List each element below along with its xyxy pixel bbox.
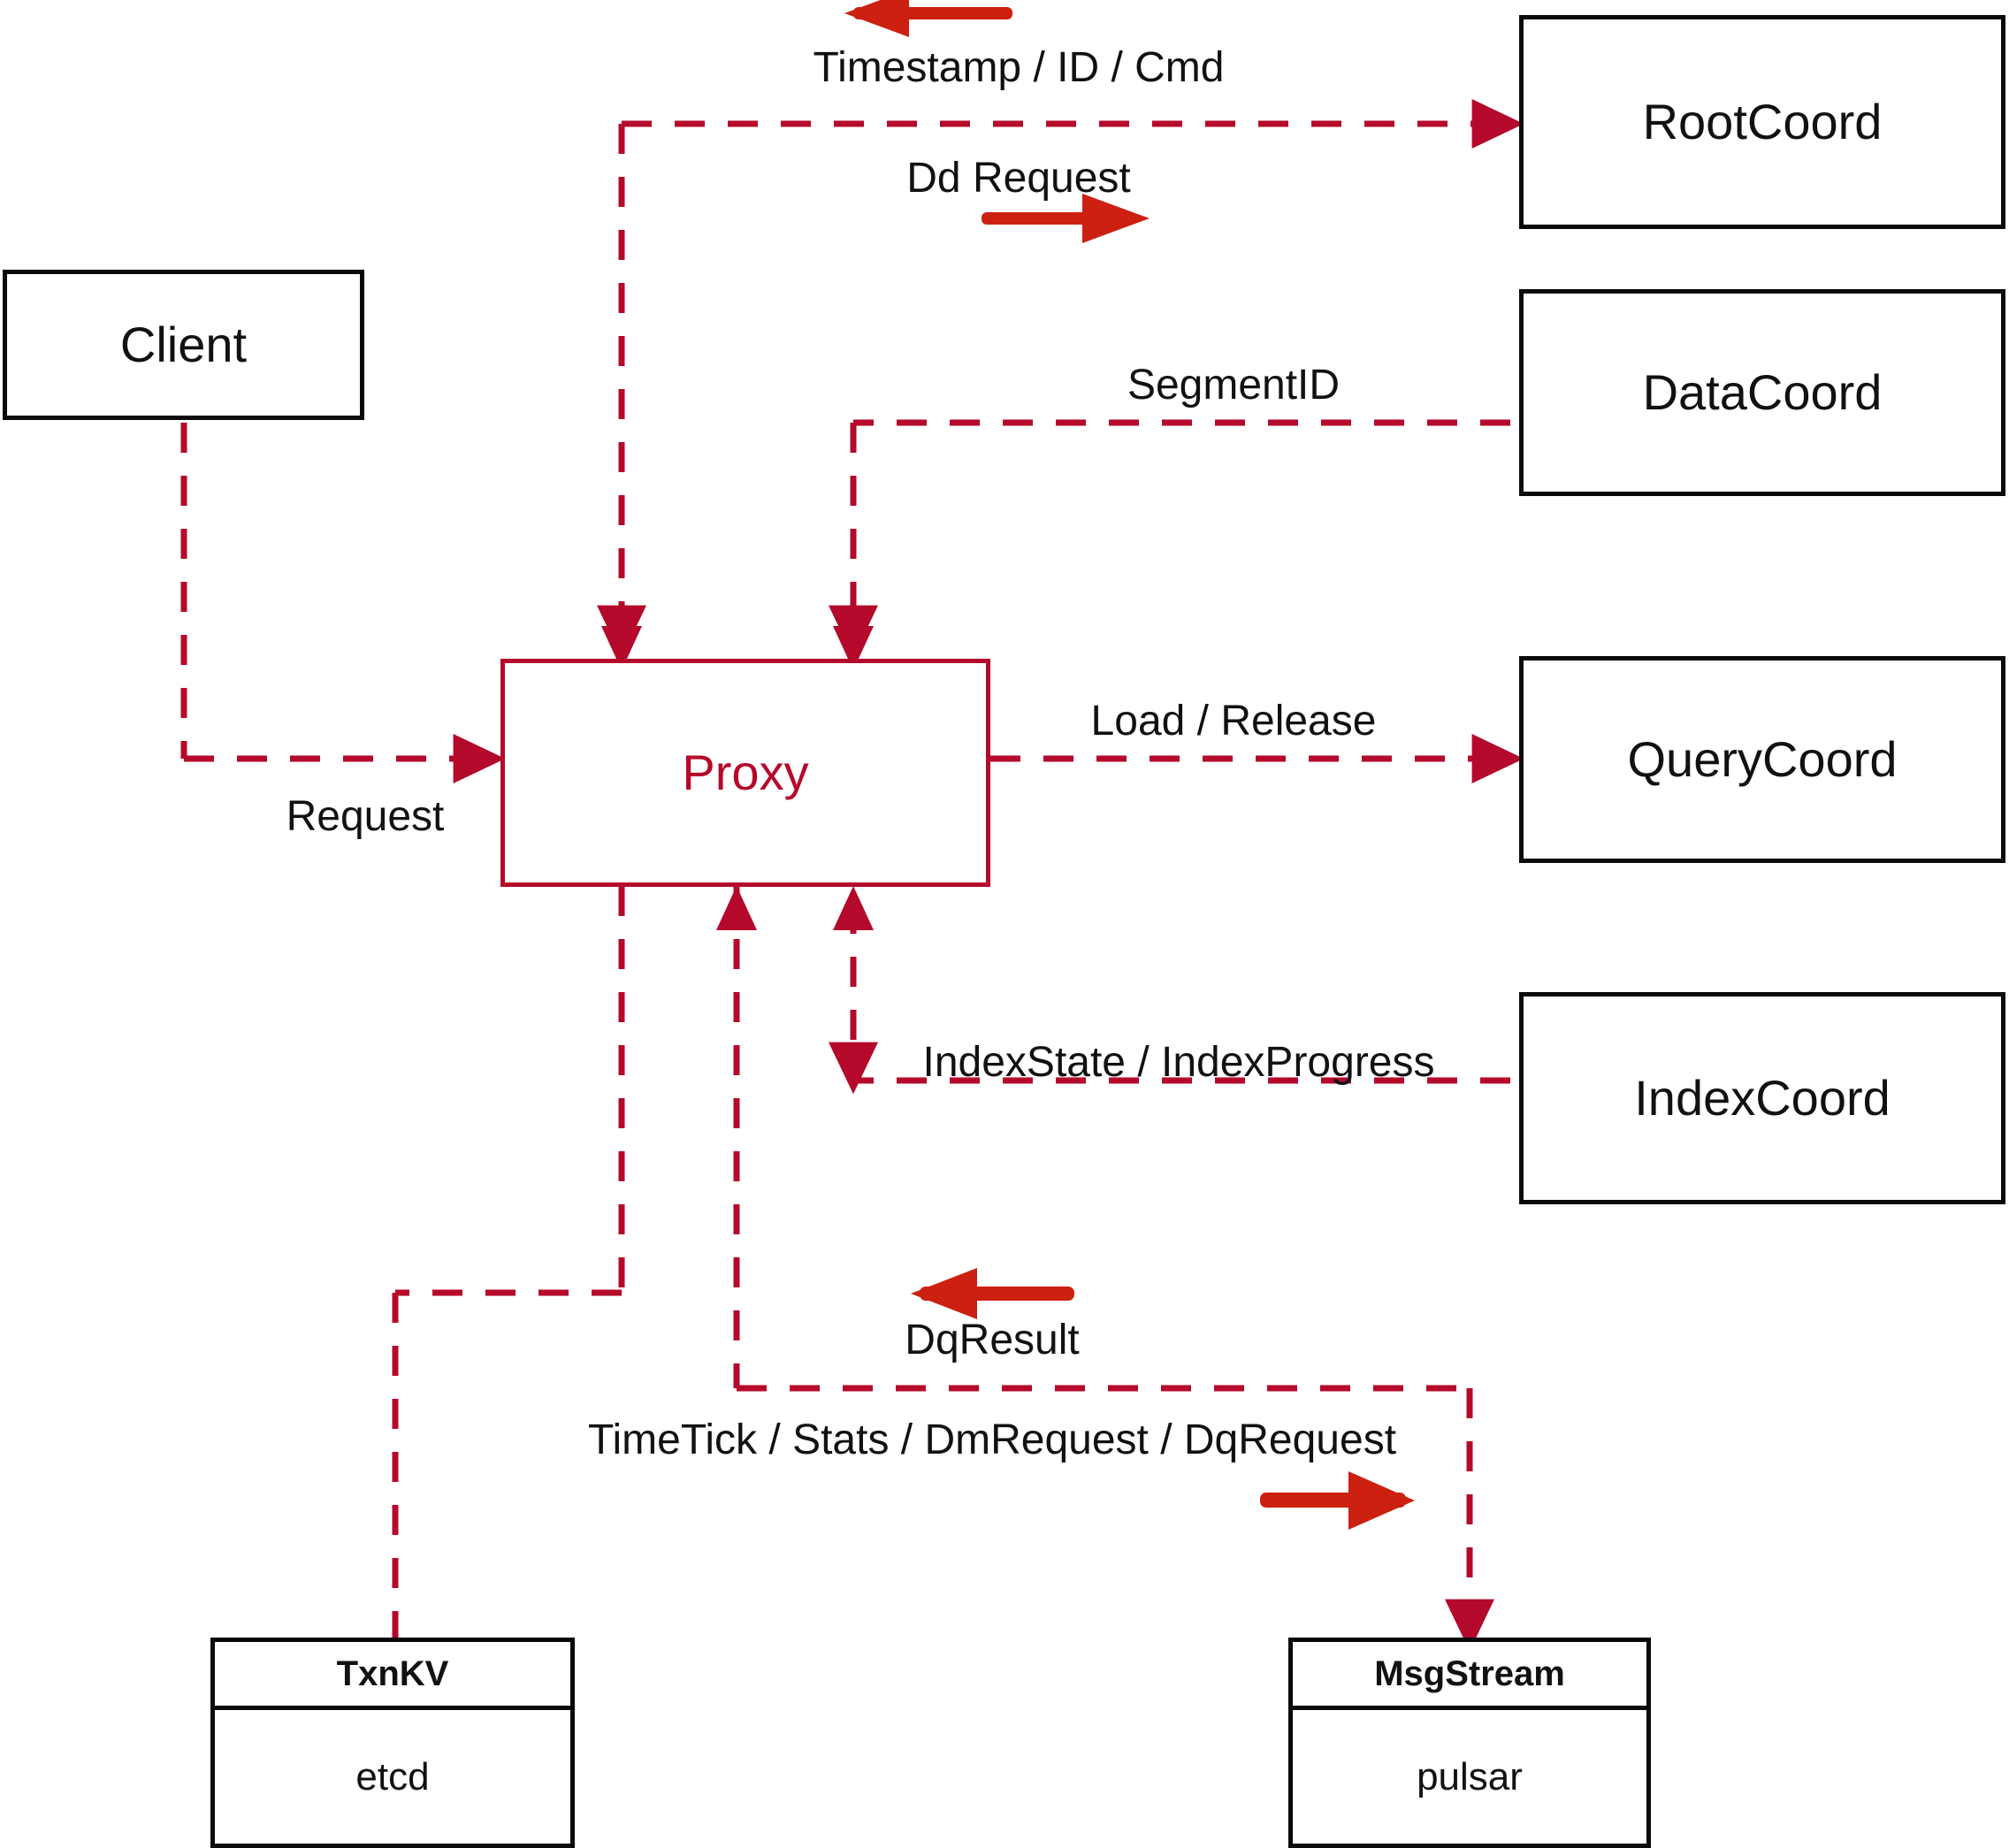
arrow-dd-request-right (982, 194, 1150, 243)
edge-label-dq-result: DqResult (905, 1317, 1080, 1363)
node-txnkv-body-label: etcd (355, 1754, 430, 1798)
node-txnkv[interactable]: TxnKV etcd (210, 1638, 575, 1848)
arrowhead-msgstream-up (716, 886, 757, 930)
node-indexcoord-label: IndexCoord (1634, 1070, 1891, 1126)
node-querycoord-label: QueryCoord (1627, 731, 1898, 787)
arrowhead-indexcoord-up (833, 886, 874, 930)
node-txnkv-header-label: TxnKV (336, 1654, 449, 1693)
edge-label-timestamp-id-cmd: Timestamp / ID / Cmd (813, 44, 1225, 91)
arrowhead-rootcoord-down (601, 626, 642, 670)
node-msgstream[interactable]: MsgStream pulsar (1288, 1638, 1651, 1848)
node-proxy-label: Proxy (682, 745, 809, 800)
node-datacoord-label: DataCoord (1642, 364, 1883, 420)
node-txnkv-header: TxnKV (215, 1642, 570, 1710)
edge-label-dd-request: Dd Request (906, 155, 1131, 202)
node-rootcoord[interactable]: RootCoord (1519, 15, 2005, 229)
edge-label-request: Request (286, 793, 445, 840)
solid-direction-arrows (844, 0, 1415, 1530)
node-msgstream-header: MsgStream (1293, 1642, 1646, 1710)
node-proxy[interactable]: Proxy (500, 659, 990, 887)
node-msgstream-body: pulsar (1293, 1710, 1646, 1844)
node-indexcoord[interactable]: IndexCoord (1519, 992, 2005, 1204)
arrowhead-datacoord-down (833, 626, 874, 670)
node-datacoord[interactable]: DataCoord (1519, 289, 2005, 496)
node-msgstream-header-label: MsgStream (1374, 1654, 1565, 1693)
edge-label-index-state-progress: IndexState / IndexProgress (922, 1039, 1435, 1086)
node-rootcoord-label: RootCoord (1642, 94, 1883, 149)
node-txnkv-body: etcd (215, 1710, 570, 1844)
arrow-dm-request-right (1260, 1471, 1415, 1530)
edge-label-load-release: Load / Release (1090, 698, 1377, 745)
arrow-timestamp-left (844, 0, 1012, 37)
edge-label-timetick-stats: TimeTick / Stats / DmRequest / DqRequest (587, 1417, 1397, 1463)
node-msgstream-body-label: pulsar (1417, 1754, 1523, 1798)
node-querycoord[interactable]: QueryCoord (1519, 656, 2005, 863)
node-client-label: Client (119, 317, 248, 372)
node-client[interactable]: Client (3, 270, 364, 420)
edge-label-segment-id: SegmentID (1127, 362, 1341, 409)
arrow-dq-result-left (911, 1268, 1074, 1319)
